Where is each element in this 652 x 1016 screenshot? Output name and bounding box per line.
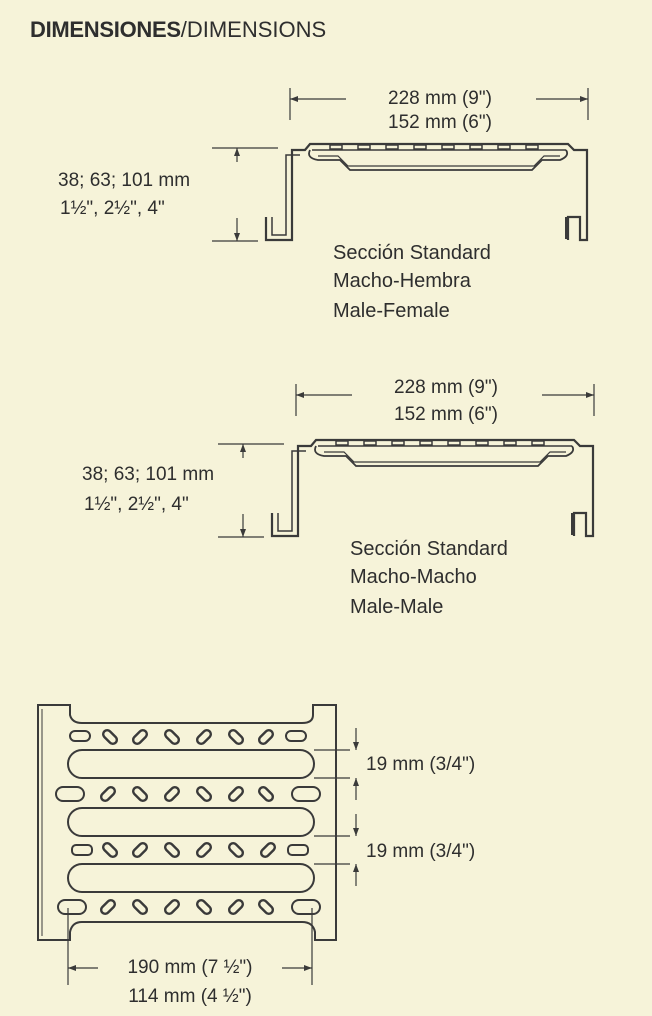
caption-line-3: Male-Male xyxy=(350,596,444,618)
title-separator: / xyxy=(180,17,187,42)
caption-line-1: Sección Standard xyxy=(333,242,491,264)
grating-width-small: 114 mm (4 ½") xyxy=(128,986,252,1007)
height-in-label: 1½", 2½", 4" xyxy=(60,198,165,219)
caption-line-3: Male-Female xyxy=(333,300,450,322)
page-title: DIMENSIONES/DIMENSIONS xyxy=(30,19,326,41)
caption-line-2: Macho-Macho xyxy=(350,566,477,588)
width-small-label: 152 mm (6") xyxy=(394,404,498,425)
title-en: DIMENSIONS xyxy=(186,17,327,42)
caption-line-1: Sección Standard xyxy=(350,538,508,560)
slot-dimension-1: 19 mm (3/4") xyxy=(366,754,476,775)
profile-male-female xyxy=(210,86,590,243)
height-mm-label: 38; 63; 101 mm xyxy=(58,170,191,191)
caption-line-2: Macho-Hembra xyxy=(333,270,471,292)
slot-dimension-2: 19 mm (3/4") xyxy=(366,841,476,862)
width-large-label: 228 mm (9") xyxy=(388,88,492,109)
grating-width-large: 190 mm (7 ½") xyxy=(127,957,253,978)
grating-top-view xyxy=(37,704,359,985)
height-in-label: 1½", 2½", 4" xyxy=(84,494,189,515)
width-large-label: 228 mm (9") xyxy=(394,377,498,398)
width-small-label: 152 mm (6") xyxy=(388,112,492,133)
height-mm-label: 38; 63; 101 mm xyxy=(82,464,215,485)
title-es: DIMENSIONES xyxy=(30,17,181,42)
